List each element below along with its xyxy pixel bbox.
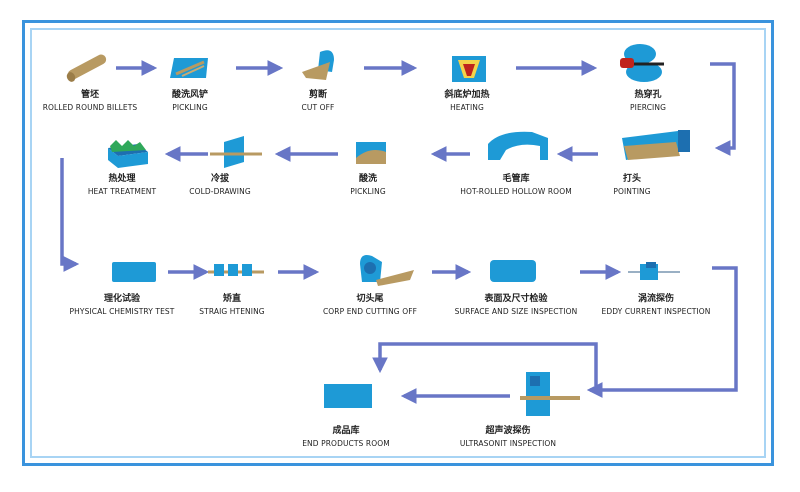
step-pointing: 打头 POINTING: [613, 174, 650, 197]
arrow-return-loop: [372, 342, 598, 386]
arrow-heat-to-physical: [60, 158, 80, 272]
step-ultra-en: ULTRASONIT INSPECTION: [459, 439, 557, 449]
step-straight-en: STRAIG HTENING: [199, 307, 265, 317]
end-cutting-icon: [360, 255, 414, 286]
step-surface: 表面及尺寸检验 SURFACE AND SIZE INSPECTION: [455, 294, 578, 317]
step-hollow-en: HOT-ROLLED HOLLOW ROOM: [460, 187, 572, 197]
step-ultra: 超声波探伤 ULTRASONIT INSPECTION: [460, 426, 556, 449]
step-colddrawing-cn: 冷拔: [210, 174, 230, 184]
step-pickling2-cn: 酸洗: [358, 174, 378, 184]
step-heating: 斜底炉加热 HEATING: [444, 90, 489, 113]
arrow-piercing-to-pointing: [710, 62, 736, 156]
step-endroom-en: END PRODUCTS ROOM: [302, 439, 390, 449]
furnace-icon: [452, 56, 486, 82]
end-products-room-icon: [324, 384, 372, 408]
step-heating-cn: 斜底炉加热: [444, 90, 490, 100]
ultrasonic-icon: [520, 372, 580, 416]
inner-frame: [30, 28, 766, 458]
step-colddrawing-en: COLD-DRAWING: [189, 187, 251, 197]
step-heating-en: HEATING: [450, 103, 484, 113]
step-physical-cn: 理化试验: [103, 294, 141, 304]
pointing-machine-icon: [622, 130, 690, 160]
eddy-current-icon: [628, 262, 680, 280]
step-cutoff-cn: 剪断: [308, 90, 327, 100]
pickling-tank-icon: [356, 142, 386, 164]
piercing-mill-icon: [620, 44, 664, 82]
heat-treatment-icon: [108, 140, 148, 168]
physical-test-icon: [112, 262, 156, 282]
step-piercing-cn: 热穿孔: [634, 90, 662, 100]
step-straight-cn: 矫直: [222, 294, 241, 304]
step-physical: 理化试验 PHYSICAL CHEMISTRY TEST: [70, 294, 175, 317]
step-cornend-en: CORP END CUTTING OFF: [322, 307, 418, 317]
shear-icon: [302, 50, 334, 80]
step-heat-en: HEAT TREATMENT: [87, 187, 157, 197]
step-eddy-en: EDDY CURRENT INSPECTION: [601, 307, 711, 317]
step-endroom: 成品库 END PRODUCTS ROOM: [302, 426, 390, 449]
step-pickling1: 酸洗风铲 PICKLING: [172, 90, 208, 113]
step-cutoff-en: CUT OFF: [301, 103, 335, 113]
step-piercing: 热穿孔 PIERCING: [630, 90, 666, 113]
pickling-shovel-icon: [170, 58, 208, 78]
step-cutoff: 剪断 CUT OFF: [302, 90, 335, 113]
step-colddrawing: 冷拔 COLD-DRAWING: [189, 174, 250, 197]
step-surface-en: SURFACE AND SIZE INSPECTION: [454, 307, 578, 317]
arrow-eddy-to-ultra: [586, 266, 738, 398]
step-pickling1-cn: 酸洗风铲: [171, 90, 209, 100]
step-physical-en: PHYSICAL CHEMISTRY TEST: [69, 307, 175, 317]
step-heat-cn: 热处理: [108, 174, 136, 184]
straightening-icon: [208, 264, 264, 276]
step-ultra-cn: 超声波探伤: [485, 426, 531, 436]
step-piercing-en: PIERCING: [630, 103, 666, 113]
step-endroom-cn: 成品库: [332, 426, 360, 436]
step-billets-en: ROLLED ROUND BILLETS: [42, 103, 138, 113]
step-heat: 热处理 HEAT TREATMENT: [88, 174, 156, 197]
cold-drawing-icon: [210, 136, 262, 168]
step-pickling2: 酸洗 PICKLING: [350, 174, 386, 197]
step-hollow: 毛管库 HOT-ROLLED HOLLOW ROOM: [460, 174, 572, 197]
outer-frame: [22, 20, 774, 466]
step-billets: 管坯 ROLLED ROUND BILLETS: [43, 90, 138, 113]
hollow-room-icon: [488, 131, 548, 160]
billet-icon: [66, 54, 107, 82]
step-pointing-en: POINTING: [613, 187, 651, 197]
step-cornend: 切头尾 CORP END CUTTING OFF: [323, 294, 417, 317]
step-billets-cn: 管坯: [80, 90, 100, 100]
surface-inspection-icon: [490, 260, 536, 282]
step-pickling1-en: PICKLING: [172, 103, 208, 113]
step-cornend-cn: 切头尾: [356, 294, 384, 304]
step-eddy: 涡流探伤 EDDY CURRENT INSPECTION: [602, 294, 711, 317]
step-straight: 矫直 STRAIG HTENING: [199, 294, 264, 317]
step-pointing-cn: 打头: [622, 174, 642, 184]
step-pickling2-en: PICKLING: [350, 187, 386, 197]
step-hollow-cn: 毛管库: [502, 174, 530, 184]
step-eddy-cn: 涡流探伤: [637, 294, 674, 304]
step-surface-cn: 表面及尺寸检验: [484, 294, 548, 304]
